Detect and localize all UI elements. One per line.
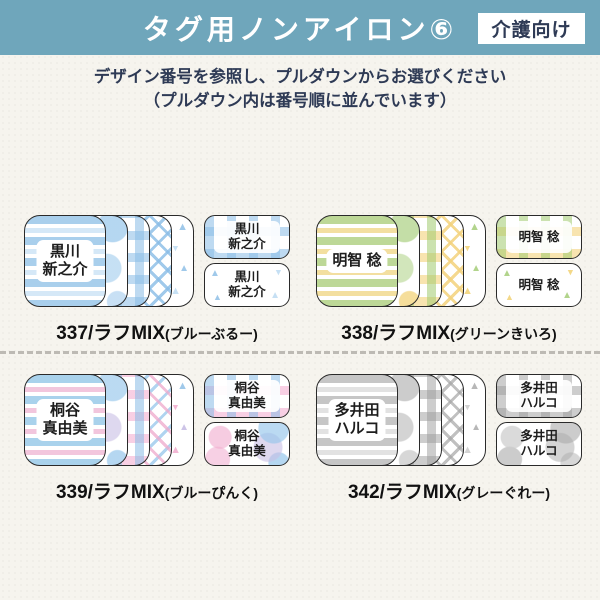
mini-tags: 桐谷 真由美 桐谷 真由美 bbox=[204, 374, 290, 466]
audience-badge: 介護向け bbox=[478, 13, 585, 44]
mini-name-backing bbox=[506, 380, 572, 412]
triangle-icon bbox=[179, 264, 189, 274]
mini-name-backing bbox=[214, 380, 280, 412]
name-label: 明智 稔 bbox=[326, 249, 388, 273]
design-number: 338 bbox=[341, 323, 373, 344]
tag-stack: 桐谷 真由美 bbox=[24, 374, 194, 466]
design-338: 明智 稔 明智 稔 明智 稔 bbox=[316, 215, 582, 345]
triangle-icon bbox=[471, 423, 481, 433]
triangle-icon bbox=[171, 244, 180, 253]
design-caption: 338/ラフMIX(グリーンきいろ) bbox=[316, 318, 582, 345]
triangle-icon bbox=[463, 244, 472, 253]
mini-name-label: 桐谷 真由美 bbox=[228, 429, 266, 458]
mini-tags: 明智 稔 明智 稔 bbox=[496, 215, 582, 307]
mini-name-label: 黒川 新之介 bbox=[228, 270, 266, 299]
triangle-icon bbox=[179, 423, 189, 433]
design-number: 337 bbox=[56, 323, 88, 344]
triangle-icon bbox=[469, 222, 480, 233]
name-line-1: 桐谷 bbox=[49, 402, 81, 419]
name-line-1: 黒川 bbox=[49, 243, 81, 260]
mini-tag-dots: 桐谷 真由美 bbox=[204, 422, 290, 466]
mini-name-label: 明智 稔 bbox=[518, 277, 560, 292]
mini-tag-plaid: 多井田 ハルコ bbox=[496, 374, 582, 418]
mini-tag-plaid: 桐谷 真由美 bbox=[204, 374, 290, 418]
design-color-name: (ブルーぴんく) bbox=[164, 485, 259, 501]
tag-stack: 多井田 ハルコ bbox=[316, 374, 486, 466]
mini-name-label: 多井田 ハルコ bbox=[520, 429, 558, 458]
mini-tag-triangles: 黒川 新之介 bbox=[204, 263, 290, 307]
triangle-icon bbox=[177, 381, 188, 392]
tag-stack: 黒川 新之介 bbox=[24, 215, 194, 307]
design-342: 多井田 ハルコ 多井田 ハルコ 多井田 ハルコ 342/ラフMIX(グレ bbox=[316, 374, 582, 504]
design-series: /ラフMIX bbox=[373, 323, 451, 344]
design-number: 342 bbox=[347, 482, 380, 503]
triangle-icon bbox=[471, 264, 481, 274]
design-337: 黒川 新之介 黒川 新之介 黒川 新之介 bbox=[24, 215, 290, 345]
mini-name-label: 明智 稔 bbox=[518, 229, 560, 244]
triangle-icon bbox=[463, 403, 472, 412]
dashed-divider bbox=[0, 351, 600, 354]
instruction-line-1: デザイン番号を参照し、プルダウンからお選びください bbox=[93, 68, 507, 86]
triangle-icon bbox=[469, 381, 480, 392]
design-color-name: (グレーぐれー) bbox=[456, 485, 551, 501]
mini-name-label: 多井田 ハルコ bbox=[520, 381, 558, 410]
design-339: 桐谷 真由美 桐谷 真由美 桐谷 真由美 339/ラフMIX(ブルーぴん bbox=[24, 374, 290, 504]
page-title: タグ用ノンアイロン⑥ bbox=[142, 13, 458, 45]
name-line-2: 新之介 bbox=[42, 261, 88, 278]
design-caption: 337/ラフMIX(ブルーぶるー) bbox=[24, 318, 290, 345]
header-banner: タグ用ノンアイロン⑥ 介護向け bbox=[0, 0, 600, 55]
mini-name-backing bbox=[506, 221, 572, 253]
mini-name-label: 桐谷 真由美 bbox=[228, 381, 266, 410]
name-label: 多井田 ハルコ bbox=[328, 399, 386, 441]
triangle-icon bbox=[171, 403, 180, 412]
name-label: 黒川 新之介 bbox=[36, 240, 94, 282]
design-series: /ラフMIX bbox=[87, 482, 165, 503]
name-line-2: 真由美 bbox=[42, 420, 88, 437]
design-color-name: (ブルーぶるー) bbox=[165, 326, 258, 342]
name-label: 桐谷 真由美 bbox=[36, 399, 94, 441]
main-tag: 多井田 ハルコ bbox=[316, 374, 398, 466]
name-line-1: 明智 稔 bbox=[332, 252, 382, 269]
tag-stack: 明智 稔 bbox=[316, 215, 486, 307]
design-series: /ラフMIX bbox=[87, 323, 165, 344]
mini-tag-dots: 多井田 ハルコ bbox=[496, 422, 582, 466]
design-caption: 339/ラフMIX(ブルーぴんく) bbox=[24, 477, 290, 504]
instructions: デザイン番号を参照し、プルダウンからお選びください （プルダウン内は番号順に並ん… bbox=[0, 66, 600, 114]
main-tag: 黒川 新之介 bbox=[24, 215, 106, 307]
name-line-1: 多井田 bbox=[334, 402, 380, 419]
main-tag: 桐谷 真由美 bbox=[24, 374, 106, 466]
instruction-line-2: （プルダウン内は番号順に並んでいます） bbox=[143, 91, 457, 110]
mini-tag-plaid: 明智 稔 bbox=[496, 215, 582, 259]
main-tag: 明智 稔 bbox=[316, 215, 398, 307]
mini-tags: 黒川 新之介 黒川 新之介 bbox=[204, 215, 290, 307]
mini-tag-triangles: 明智 稔 bbox=[496, 263, 582, 307]
triangle-icon bbox=[177, 222, 188, 233]
mini-name-backing bbox=[214, 221, 280, 253]
mini-tag-plaid: 黒川 新之介 bbox=[204, 215, 290, 259]
design-caption: 342/ラフMIX(グレーぐれー) bbox=[316, 477, 582, 504]
name-line-2: ハルコ bbox=[334, 420, 380, 437]
mini-tags: 多井田 ハルコ 多井田 ハルコ bbox=[496, 374, 582, 466]
design-number: 339 bbox=[55, 482, 88, 503]
design-color-name: (グリーンきいろ) bbox=[450, 326, 557, 342]
design-series: /ラフMIX bbox=[379, 482, 457, 503]
mini-name-label: 黒川 新之介 bbox=[228, 222, 266, 251]
